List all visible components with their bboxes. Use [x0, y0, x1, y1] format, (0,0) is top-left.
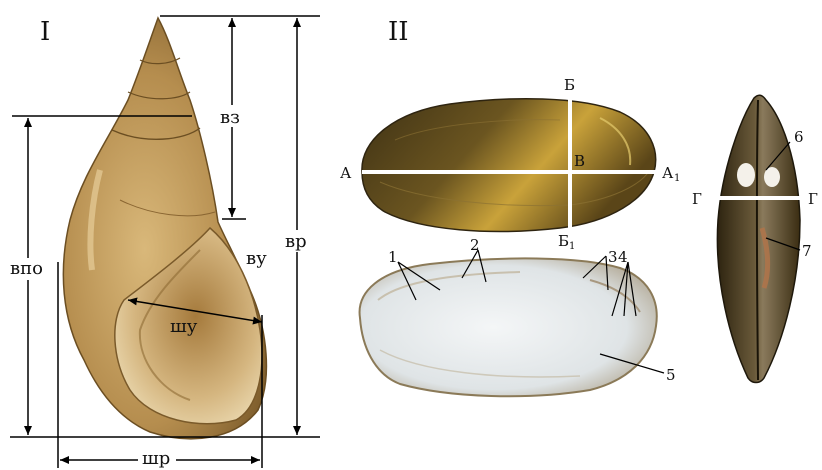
axis-label-V: В — [574, 152, 585, 170]
axis-label-A: А — [340, 164, 352, 182]
part-label-3: 3 — [608, 248, 618, 266]
axis-label-G-right: Г — [808, 190, 818, 208]
label-vpo: впо — [10, 258, 43, 279]
mussel-side-view — [717, 95, 800, 382]
panel-label-I: I — [40, 17, 50, 47]
part-label-7: 7 — [802, 242, 812, 260]
mussel-outer-valve — [362, 99, 656, 232]
label-vr: вр — [285, 231, 307, 252]
axis-label-A1: А — [662, 164, 674, 182]
axis-label-B1: Б — [558, 232, 569, 250]
mussel-inner-valve — [360, 258, 657, 396]
snail-illustration — [63, 18, 266, 439]
label-shu: шу — [170, 316, 198, 337]
axis-label-B: Б — [564, 76, 575, 94]
part-label-2: 2 — [470, 236, 480, 254]
label-vu: ву — [246, 248, 267, 269]
part-label-1: 1 — [388, 248, 398, 266]
axis-label-A1-sub: 1 — [674, 173, 680, 184]
axis-label-B1-sub: 1 — [569, 241, 575, 252]
part-label-5: 5 — [666, 366, 676, 384]
part-label-6: 6 — [794, 128, 804, 146]
label-shr: шр — [142, 448, 170, 469]
label-vz: вз — [220, 107, 240, 128]
panel-label-II: II — [388, 17, 409, 47]
part-label-4: 4 — [618, 248, 628, 266]
axis-label-G-left: Г — [692, 190, 702, 208]
